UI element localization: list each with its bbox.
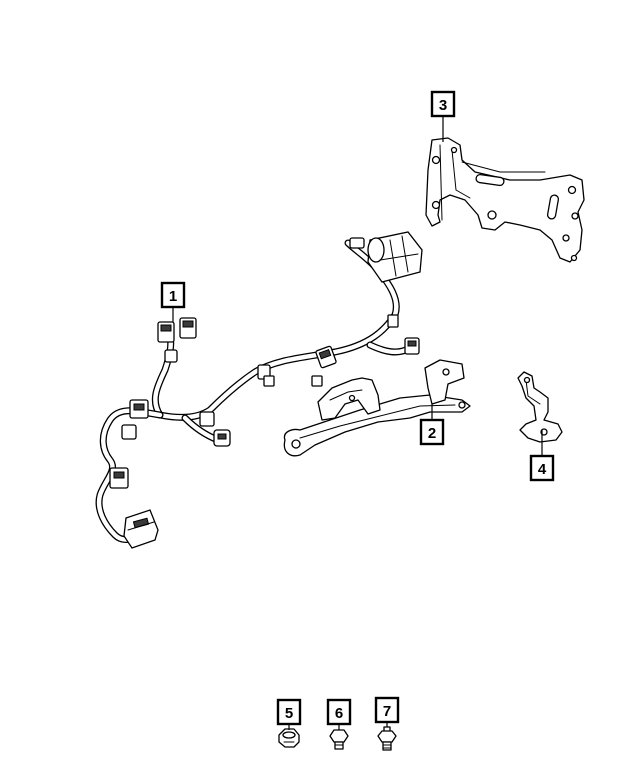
harness-connector-right — [404, 337, 420, 355]
callout-6[interactable]: 6 — [326, 698, 352, 726]
nut[interactable] — [278, 728, 300, 748]
harness-connector-mid — [315, 345, 337, 369]
callout-2[interactable]: 2 — [419, 418, 445, 446]
bolt[interactable] — [329, 729, 349, 750]
harness-connector-top — [349, 231, 423, 283]
callout-3[interactable]: 3 — [430, 90, 456, 118]
harness-connector-bottom — [123, 509, 159, 549]
mounting-bracket[interactable] — [425, 137, 585, 263]
callout-4[interactable]: 4 — [529, 454, 555, 482]
callout-7-label: 7 — [383, 703, 391, 720]
callout-3-label: 3 — [439, 97, 447, 114]
harness-connector-upper-left — [157, 317, 197, 363]
harness-bracket[interactable] — [283, 359, 471, 457]
harness-clip — [257, 314, 399, 387]
callout-1[interactable]: 1 — [160, 281, 186, 309]
callout-7[interactable]: 7 — [374, 696, 400, 724]
callout-6-label: 6 — [335, 705, 343, 722]
callout-5-label: 5 — [285, 705, 293, 722]
wiring-harness[interactable] — [95, 231, 423, 549]
harness-connector-left — [109, 399, 231, 489]
callout-4-label: 4 — [538, 461, 547, 478]
stud-bolt[interactable] — [377, 726, 397, 751]
callout-2-label: 2 — [428, 425, 436, 442]
callout-5[interactable]: 5 — [276, 698, 302, 726]
callout-1-label: 1 — [169, 288, 177, 305]
small-bracket[interactable] — [517, 371, 563, 443]
